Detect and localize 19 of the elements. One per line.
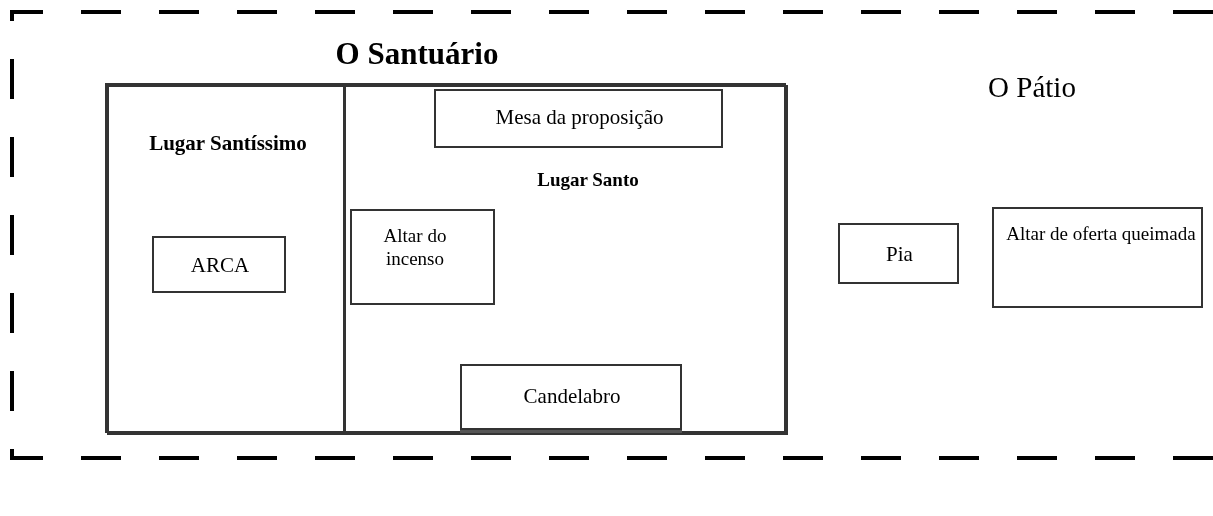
- room-label: Altar do incenso: [382, 225, 448, 271]
- room-label: Lugar Santíssimo: [148, 131, 308, 157]
- room-box: [107, 85, 345, 435]
- room-label: ARCA: [189, 253, 251, 279]
- area-heading: O Santuário: [334, 35, 500, 73]
- courtyard-area: [12, 12, 1213, 458]
- room-label: Lugar Santo: [536, 169, 640, 192]
- room-box: [460, 364, 682, 430]
- room-box: [992, 207, 1203, 308]
- room-label: Mesa da proposição: [494, 105, 665, 131]
- room-label: Candelabro: [522, 384, 622, 410]
- room-box: [838, 223, 959, 284]
- room-box: [152, 236, 286, 293]
- room-box: [434, 89, 723, 148]
- area-heading: O Pátio: [987, 70, 1077, 105]
- room-label: Altar de oferta queimada: [1006, 223, 1196, 246]
- room-label: Pia: [885, 242, 914, 268]
- room-box: [344, 85, 788, 435]
- room-box: [350, 209, 495, 305]
